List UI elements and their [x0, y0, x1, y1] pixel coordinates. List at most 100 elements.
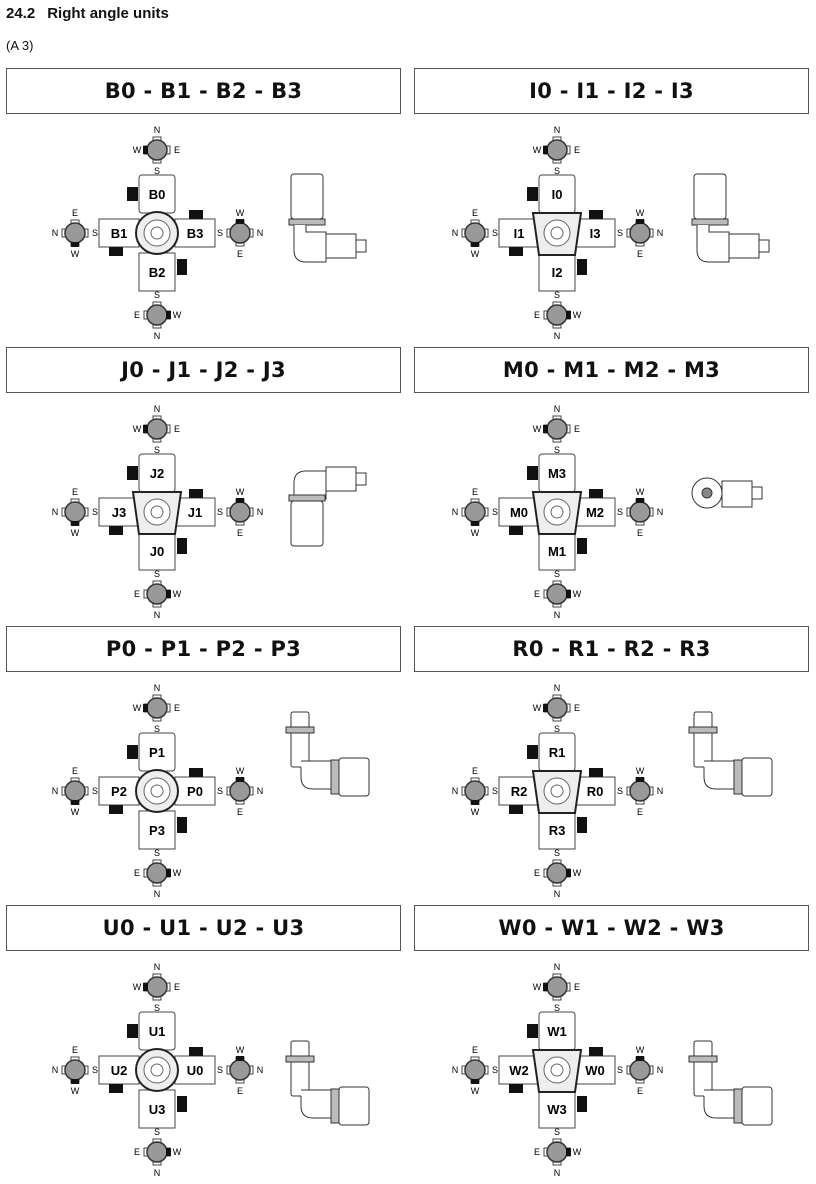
- compass-label: S: [217, 228, 223, 238]
- compass-label: N: [154, 1168, 161, 1178]
- motor-left: P2: [98, 776, 140, 814]
- compass-label: S: [492, 1065, 498, 1075]
- compass-label: S: [154, 569, 160, 579]
- side-view-illustration: [288, 173, 367, 263]
- cell-title: U0 - U1 - U2 - U3: [6, 905, 401, 951]
- compass-label: W: [533, 703, 542, 713]
- svg-text:I2: I2: [552, 265, 563, 280]
- compass-label: N: [452, 228, 459, 238]
- compass-label: W: [71, 249, 80, 259]
- compass-label: S: [154, 445, 160, 455]
- compass-label: E: [534, 868, 540, 878]
- compass-label: W: [173, 589, 182, 599]
- compass-label: N: [657, 786, 664, 796]
- compass-label: W: [471, 1086, 480, 1096]
- svg-text:M3: M3: [548, 466, 566, 481]
- motor-left: W2: [498, 1055, 540, 1093]
- svg-text:R2: R2: [511, 784, 528, 799]
- compass-label: W: [71, 807, 80, 817]
- compass-label: E: [237, 807, 243, 817]
- compass-label: S: [92, 228, 98, 238]
- compass-label: W: [471, 807, 480, 817]
- cell-title: M0 - M1 - M2 - M3: [414, 347, 809, 393]
- compass-label: E: [72, 487, 78, 497]
- compass-label: E: [637, 807, 643, 817]
- compass-label: E: [534, 589, 540, 599]
- compass-label: E: [237, 249, 243, 259]
- compass-label: S: [554, 1127, 560, 1137]
- svg-text:I0: I0: [552, 187, 563, 202]
- gearbox-housing: [531, 770, 583, 814]
- motor-bottom: J0: [138, 531, 187, 571]
- compass-label: S: [554, 848, 560, 858]
- side-view-illustration: [688, 1040, 773, 1126]
- compass-label: S: [554, 1003, 560, 1013]
- compass-label: N: [452, 507, 459, 517]
- motor-left: I1: [498, 218, 540, 256]
- gearbox-housing: [135, 1048, 179, 1092]
- compass-label: S: [154, 166, 160, 176]
- compass-label: E: [472, 487, 478, 497]
- compass-label: N: [657, 1065, 664, 1075]
- compass-label: N: [257, 1065, 264, 1075]
- motor-right: U0: [174, 1047, 216, 1085]
- compass-label: W: [533, 145, 542, 155]
- side-view-illustration: [688, 711, 773, 797]
- compass-label: W: [533, 424, 542, 434]
- compass-label: N: [154, 962, 161, 972]
- svg-text:B3: B3: [187, 226, 204, 241]
- svg-text:W1: W1: [547, 1024, 567, 1039]
- cell-title: R0 - R1 - R2 - R3: [414, 626, 809, 672]
- compass-label: S: [492, 786, 498, 796]
- compass-label: S: [154, 848, 160, 858]
- compass-label: N: [257, 786, 264, 796]
- compass-label: N: [257, 507, 264, 517]
- compass-label: N: [452, 786, 459, 796]
- gearbox-housing: [531, 1049, 583, 1093]
- compass-label: S: [554, 166, 560, 176]
- motor-right: W0: [574, 1047, 616, 1085]
- motor-top: I0: [527, 174, 576, 214]
- motor-top: P1: [127, 732, 176, 772]
- compass-label: N: [554, 1168, 561, 1178]
- svg-text:M1: M1: [548, 544, 566, 559]
- compass-label: E: [637, 1086, 643, 1096]
- motor-bottom: B2: [138, 252, 187, 292]
- motor-bottom: M1: [538, 531, 587, 571]
- svg-text:J2: J2: [150, 466, 164, 481]
- compass-label: S: [154, 290, 160, 300]
- compass-label: N: [554, 683, 561, 693]
- compass-label: W: [636, 1045, 645, 1055]
- compass-label: N: [452, 1065, 459, 1075]
- svg-text:M2: M2: [586, 505, 604, 520]
- gearbox-housing: [531, 491, 583, 535]
- motor-right: I3: [574, 210, 616, 248]
- compass-label: W: [471, 528, 480, 538]
- compass-label: E: [174, 703, 180, 713]
- svg-text:B1: B1: [111, 226, 128, 241]
- svg-text:J1: J1: [188, 505, 202, 520]
- compass-label: S: [154, 1127, 160, 1137]
- side-view-illustration: [285, 711, 370, 797]
- compass-label: N: [657, 228, 664, 238]
- svg-text:U2: U2: [111, 1063, 128, 1078]
- svg-text:I1: I1: [514, 226, 525, 241]
- compass-label: N: [154, 889, 161, 899]
